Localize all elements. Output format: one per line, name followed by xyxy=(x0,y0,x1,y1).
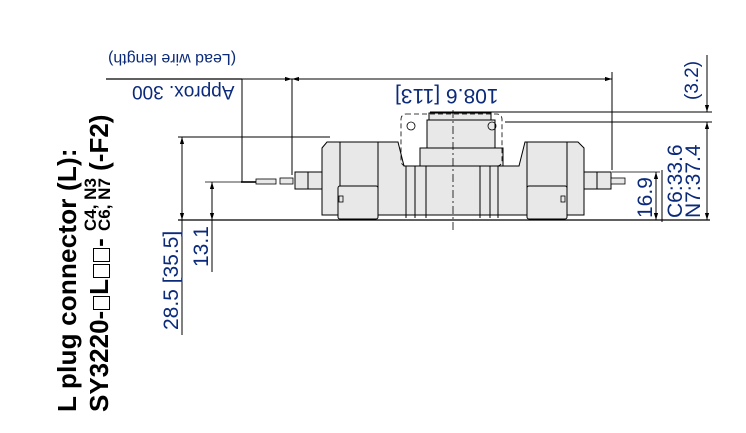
left-solenoid xyxy=(241,141,379,220)
right-solenoid xyxy=(526,141,626,220)
valve-body xyxy=(377,110,528,232)
